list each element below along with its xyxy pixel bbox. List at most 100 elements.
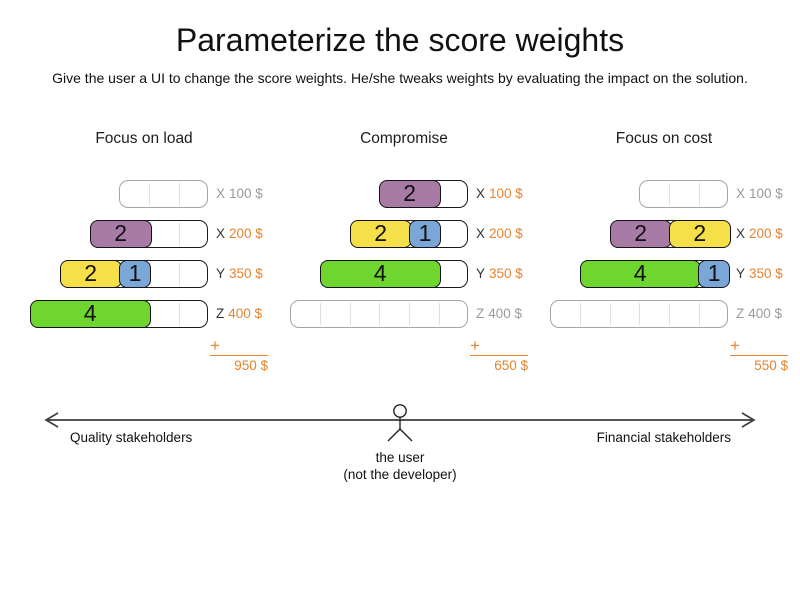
constraint-letter: X (736, 186, 746, 201)
unit-divider (178, 303, 180, 325)
weight-track: 2 (378, 179, 468, 208)
constraint-letter: X (476, 226, 486, 241)
weight-block-purple: 2 (378, 179, 441, 208)
scenario-title: Compromise (360, 130, 448, 147)
weight-block-blue: 1 (408, 219, 442, 248)
unit-divider (609, 303, 611, 325)
scenario-title: Focus on cost (615, 130, 713, 147)
constraint-price: 100 $ (229, 186, 263, 201)
weight-block-purple: 2 (609, 219, 672, 248)
unit-divider (639, 303, 641, 325)
constraint-letter: Y (476, 266, 486, 281)
scenario-title: Focus on load (95, 130, 193, 147)
constraint-price: 400 $ (228, 306, 263, 321)
weight-track (119, 180, 208, 208)
weight-block-green: 4 (319, 259, 441, 288)
constraint-price: 350 $ (749, 266, 783, 281)
total-value: 950 $ (234, 358, 268, 373)
constraint-letter: Y (736, 266, 746, 281)
constraint-letter: Z (476, 306, 485, 321)
weight-track (639, 180, 728, 208)
unit-divider (438, 303, 440, 325)
constraint-letter: Y (216, 266, 226, 281)
constraint-price: 100 $ (749, 186, 783, 201)
total-cost: +550 $ (730, 336, 788, 375)
constraint-price: 200 $ (749, 226, 783, 241)
weight-block-blue: 1 (118, 259, 152, 288)
weight-track (290, 300, 468, 328)
unit-divider (149, 183, 151, 205)
unit-divider (178, 183, 180, 205)
constraint-letter: X (216, 226, 226, 241)
stakeholder-axis (44, 404, 756, 442)
unit-divider (320, 303, 322, 325)
page-title: Parameterize the score weights (175, 22, 625, 58)
total-cost: +650 $ (470, 336, 528, 375)
weight-block-yellow: 2 (349, 219, 412, 248)
total-cost: +950 $ (210, 336, 268, 375)
weight-block-blue: 1 (697, 259, 731, 288)
weight-track: 4 (319, 259, 468, 288)
unit-divider (698, 303, 700, 325)
unit-divider (408, 303, 410, 325)
constraint-letter: Z (736, 306, 745, 321)
unit-divider (349, 303, 351, 325)
constraint-price: 350 $ (489, 266, 523, 281)
unit-divider (668, 303, 670, 325)
constraint-price: 350 $ (229, 266, 263, 281)
axis-label-quality: Quality stakeholders (70, 430, 193, 445)
user-caption-line1: the user (375, 450, 425, 465)
constraint-price: 400 $ (748, 306, 783, 321)
constraint-letter: X (736, 226, 746, 241)
sum-line (470, 355, 528, 356)
weight-block-yellow: 2 (668, 219, 731, 248)
plus-sign: + (470, 336, 480, 355)
axis-label-financial: Financial stakeholders (596, 430, 731, 445)
arrow-left-icon (44, 412, 59, 428)
unit-divider (669, 183, 671, 205)
user-actor-icon (387, 404, 413, 442)
plus-sign: + (210, 336, 220, 355)
unit-divider (580, 303, 582, 325)
arrow-right-icon (741, 412, 756, 428)
weight-block-green: 4 (29, 299, 151, 328)
total-value: 650 $ (494, 358, 528, 373)
unit-divider (178, 263, 180, 285)
weight-block-green: 4 (579, 259, 701, 288)
weight-track: 4 (29, 299, 208, 328)
constraint-price: 200 $ (489, 226, 523, 241)
user-caption-line2: (not the developer) (343, 467, 457, 482)
constraint-price: 400 $ (488, 306, 523, 321)
constraint-price: 100 $ (489, 186, 523, 201)
unit-divider (698, 183, 700, 205)
constraint-letter: Z (216, 306, 225, 321)
weight-block-yellow: 2 (59, 259, 122, 288)
plus-sign: + (730, 336, 740, 355)
sum-line (730, 355, 788, 356)
sum-line (210, 355, 268, 356)
constraint-price: 200 $ (229, 226, 263, 241)
page-subtitle: Give the user a UI to change the score w… (52, 70, 748, 86)
constraint-letter: X (476, 186, 486, 201)
weight-block-purple: 2 (89, 219, 152, 248)
unit-divider (179, 223, 181, 245)
weight-track: 2 (89, 219, 208, 248)
unit-divider (379, 303, 381, 325)
